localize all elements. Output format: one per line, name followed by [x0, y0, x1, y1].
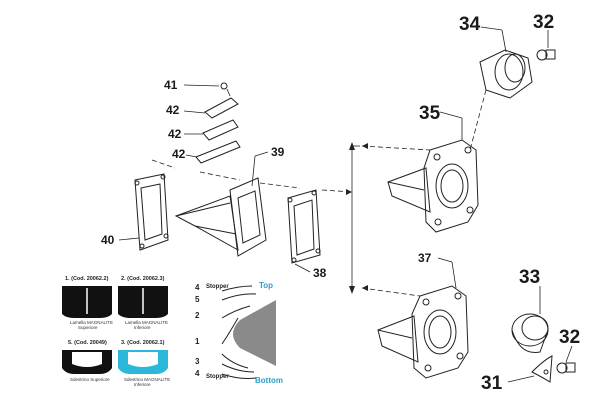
petal-4-code: 3. (Cod. 20062.1) [121, 340, 165, 346]
part-38-gasket [287, 189, 321, 273]
petal-4-shape [118, 350, 168, 374]
callout-40: 40 [101, 233, 115, 247]
part-42-plates [183, 97, 241, 164]
callout-38: 38 [313, 266, 327, 280]
stack-num-5: 5 [195, 295, 200, 304]
part-34-flange [469, 26, 533, 151]
part-31-clamp [507, 355, 553, 383]
part-41-screw [183, 82, 231, 97]
petal-3-shape [62, 350, 112, 374]
part-33-boot [511, 286, 549, 354]
part-37-manifold-lower [377, 257, 469, 379]
stack-num-2: 2 [195, 311, 200, 320]
callout-41: 41 [164, 78, 178, 92]
petal-2-shape [118, 286, 168, 318]
stack-num-4a: 4 [195, 283, 200, 292]
part-39-reed-block [174, 151, 269, 257]
assembly-bracket [349, 142, 431, 297]
stack-stopper-bottom: Stopper [206, 374, 229, 380]
petal-catalogue: 1. (Cod. 20062.2) Lamella MAGNALITE Supe… [62, 276, 170, 387]
stack-num-3: 3 [195, 357, 200, 366]
petal-1-label-1: Lamella MAGNALITE [70, 320, 113, 325]
callout-31: 31 [481, 373, 503, 394]
petal-1-label-2: Superiore [78, 325, 98, 330]
callout-32-top: 32 [533, 12, 554, 33]
stack-num-1: 1 [195, 337, 200, 346]
petal-2-label-1: Lamella MAGNALITE [125, 320, 168, 325]
petal-2-code: 2. (Cod. 20062.3) [121, 276, 165, 282]
part-32-bolt-bottom [556, 345, 576, 374]
stack-bottom-label: Bottom [255, 376, 283, 385]
reed-stack-diagram: Stopper Top 4 5 2 1 6 3 4 Stopper Bottom [195, 281, 283, 385]
callout-34: 34 [459, 14, 481, 35]
part-35-manifold-upper [387, 111, 479, 233]
callout-37: 37 [418, 251, 432, 265]
arrowhead [346, 189, 352, 195]
petal-4-label-1: Sdestrino MAGNALITE [124, 377, 170, 382]
callout-32-bottom: 32 [559, 327, 580, 348]
callout-42-a: 42 [166, 103, 180, 117]
stack-stopper-top: Stopper [206, 284, 229, 290]
callout-42-b: 42 [168, 127, 182, 141]
petal-4-label-2: Inferiore [134, 382, 151, 387]
petal-3-code: 5. (Cod. 20049) [68, 340, 107, 346]
stack-top-label: Top [259, 281, 273, 290]
callout-42-c: 42 [172, 147, 186, 161]
petal-1-code: 1. (Cod. 20062.2) [65, 276, 109, 282]
callout-39: 39 [271, 145, 285, 159]
callout-33: 33 [519, 267, 540, 288]
petal-3-label-1: Sdestrino Superiore [70, 377, 110, 382]
part-32-bolt-top [536, 30, 556, 61]
assembly-line-left [151, 159, 353, 193]
callout-35: 35 [419, 103, 441, 124]
reed-wedge [233, 300, 276, 366]
petal-2-label-2: Inferiore [134, 325, 151, 330]
petal-1-shape [62, 286, 112, 318]
stack-num-4b: 4 [195, 369, 200, 378]
part-40-gasket [118, 173, 169, 251]
